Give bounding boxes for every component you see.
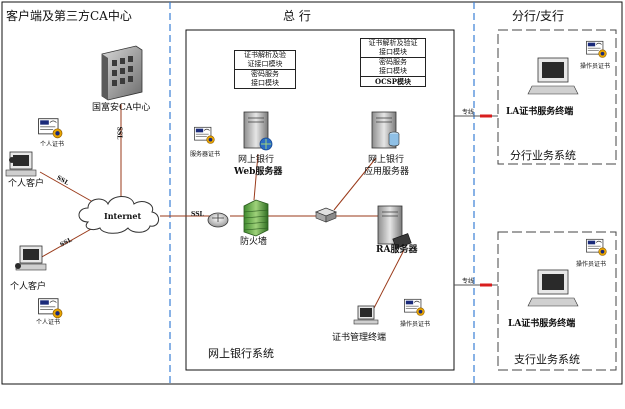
leased-line-label: 专线: [462, 278, 475, 285]
branch-system-label: 分行业务系统: [510, 149, 576, 162]
module-text: 密码服务: [251, 70, 279, 78]
computer-icon: [527, 57, 579, 95]
app-server-label-line1: 网上银行: [368, 155, 405, 165]
module-text: 密码服务: [379, 58, 407, 66]
module-text: 证接口模块: [247, 60, 283, 68]
module-text: 接口模块: [251, 79, 279, 87]
branch-system-box-2: [497, 231, 617, 371]
branch-system-label: 支行业务系统: [514, 353, 580, 366]
module-row: 证书解析及验证 接口模块: [361, 39, 425, 58]
module-row: 证书解析及验 证接口模块: [235, 51, 295, 70]
operator-cert-label: 操作员证书: [576, 261, 607, 268]
connection-lines: [39, 104, 405, 309]
outer-frame: [1, 1, 623, 385]
certificate-icon: [404, 298, 425, 317]
ca-center-label: 国富安CA中心: [92, 103, 151, 113]
computer-icon: [5, 151, 37, 177]
building-icon: [101, 45, 143, 101]
cert-mgmt-terminal-label: 证书管理终端: [332, 333, 387, 343]
zone-title-headquarters: 总 行: [283, 9, 311, 23]
la-terminal-label: LA证书服务终端: [506, 107, 574, 117]
module-box-web: 证书解析及验 证接口模块 密码服务 接口模块: [234, 50, 296, 89]
ssl-label: SSL: [191, 211, 204, 218]
computer-icon: [353, 305, 379, 325]
router-icon: [207, 212, 229, 228]
switch-icon: [314, 207, 338, 223]
certificate-icon: [194, 126, 215, 145]
firewall-icon: [243, 199, 269, 237]
operator-cert-label: 操作员证书: [580, 63, 611, 70]
web-server-label-line1: 网上银行: [238, 155, 275, 165]
computer-icon: [527, 269, 579, 307]
online-banking-system-box: [185, 29, 455, 371]
server-cert-label: 服务器证书: [190, 151, 221, 158]
web-server-label-line2: Web服务器: [234, 167, 283, 177]
zone-title-client-ca: 客户端及第三方CA中心: [6, 9, 132, 23]
computer-icon: [15, 245, 47, 271]
module-text: 接口模块: [379, 67, 407, 75]
zone-title-branch: 分行/支行: [512, 9, 565, 23]
operator-cert-label: 操作员证书: [400, 321, 431, 328]
firewall-label: 防火墙: [240, 237, 268, 247]
ra-server-icon: [377, 205, 412, 249]
app-server-icon: [371, 111, 400, 149]
internet-label: Internet: [104, 211, 142, 221]
system-label: 网上银行系统: [208, 347, 274, 360]
personal-cert-label: 个人证书: [36, 319, 61, 326]
module-box-app: 证书解析及验证 接口模块 密码服务 接口模块 OCSP模块: [360, 38, 426, 87]
module-text: 证书解析及验证: [368, 39, 418, 47]
module-row: 密码服务 接口模块: [235, 70, 295, 88]
certificate-icon: [586, 40, 607, 59]
web-server-icon: [243, 111, 273, 151]
personal-customer-label: 个人客户: [8, 179, 45, 189]
ssl-label: SSL: [115, 126, 123, 140]
cloud-icon: [78, 196, 159, 234]
leased-line-label: 专线: [462, 109, 475, 116]
module-text: OCSP模块: [375, 77, 411, 86]
personal-cert-label: 个人证书: [40, 141, 65, 148]
certificate-icon: [586, 238, 607, 257]
module-row: 密码服务 接口模块: [361, 58, 425, 77]
module-row: OCSP模块: [361, 77, 425, 86]
la-terminal-label: LA证书服务终端: [508, 319, 576, 329]
certificate-icon: [38, 298, 63, 319]
certificate-icon: [38, 118, 63, 139]
app-server-label-line2: 应用服务器: [364, 167, 410, 177]
ra-server-label: RA服务器: [376, 245, 418, 255]
module-text: 接口模块: [379, 48, 407, 56]
personal-customer-label: 个人客户: [10, 282, 47, 292]
leased-lines: [454, 114, 498, 287]
branch-system-box-1: [497, 29, 617, 165]
module-text: 证书解析及验: [244, 51, 286, 59]
